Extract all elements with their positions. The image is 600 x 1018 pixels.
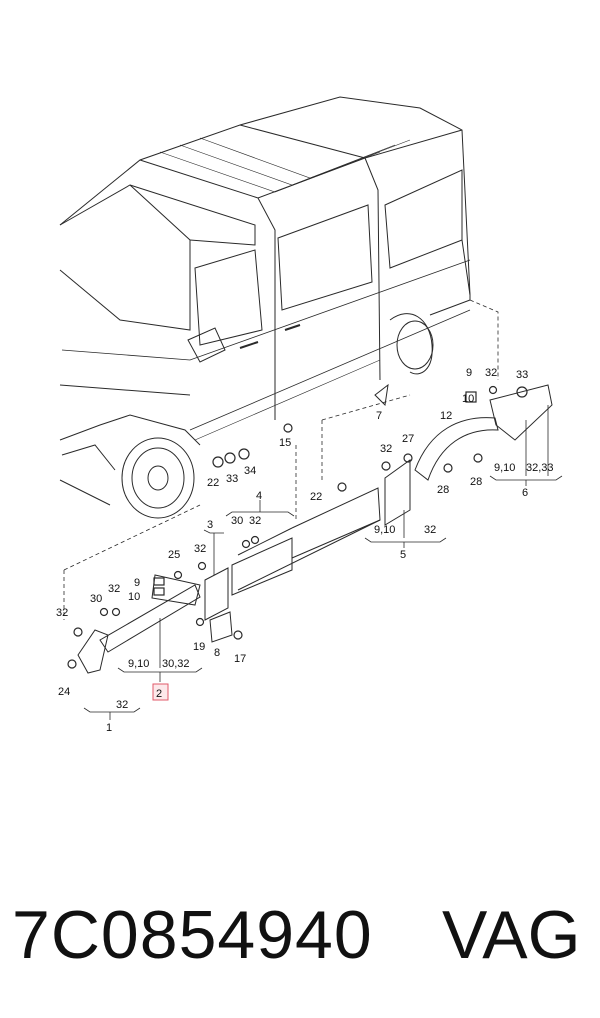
part-6-corner (489, 384, 553, 441)
callout-32: 32 (194, 543, 206, 555)
parts-diagram: 1 2 3 4 5 6 7 8 9 9 10 10 12 15 17 19 22… (56, 96, 563, 734)
callout-8: 8 (214, 647, 220, 659)
callout-5: 5 (400, 549, 406, 561)
callout-33: 33 (516, 369, 528, 381)
callout-group-2a: 9,10 (128, 658, 149, 670)
callout-7: 7 (376, 410, 382, 422)
callout-30: 30 (90, 593, 102, 605)
part-3-strip (204, 567, 229, 621)
callout-6: 6 (522, 487, 528, 499)
callout-28: 28 (437, 484, 449, 496)
callout-1: 1 (106, 722, 112, 734)
callout-15: 15 (279, 437, 291, 449)
callout-32: 32 (116, 699, 128, 711)
callout-group-2b: 30,32 (162, 658, 190, 670)
part-4-panel (231, 537, 293, 596)
part-2-trim (99, 584, 201, 653)
callout-25: 25 (168, 549, 180, 561)
callout-32: 32 (108, 583, 120, 595)
callout-33: 33 (226, 473, 238, 485)
part-8-piece (209, 611, 233, 643)
callout-9: 9 (134, 577, 140, 589)
callout-2: 2 (156, 688, 162, 700)
callout-19: 19 (193, 641, 205, 653)
highlight-box (152, 683, 169, 701)
callout-22: 22 (207, 477, 219, 489)
callout-28: 28 (470, 476, 482, 488)
callout-group-5a: 9,10 (374, 524, 395, 536)
parts-group (67, 383, 553, 674)
footer: 7C0854940 VAG (0, 880, 600, 990)
callout-27: 27 (402, 433, 414, 445)
callout-group-6a: 9,10 (494, 462, 515, 474)
callout-group-6b: 32,33 (526, 462, 554, 474)
callout-labels: 1 2 3 4 5 6 7 8 9 9 10 10 12 15 17 19 22… (56, 367, 554, 734)
van-illustration (59, 96, 471, 519)
callout-30: 30 (231, 515, 243, 527)
callout-12: 12 (440, 410, 452, 422)
callout-17: 17 (234, 653, 246, 665)
part-5-arch (384, 459, 411, 526)
leader-lines (63, 299, 563, 720)
callout-32: 32 (485, 367, 497, 379)
callout-9: 9 (466, 367, 472, 379)
part-number: 7C0854940 (12, 897, 373, 973)
callout-32: 32 (380, 443, 392, 455)
part-12-arch (414, 417, 499, 481)
brand-label: VAG (442, 897, 581, 973)
callout-32: 32 (249, 515, 261, 527)
callout-34: 34 (244, 465, 256, 477)
callout-24: 24 (58, 686, 70, 698)
callout-4: 4 (256, 490, 262, 502)
callout-10: 10 (128, 591, 140, 603)
callout-22: 22 (310, 491, 322, 503)
part-1-endcap (77, 629, 109, 674)
callout-3: 3 (207, 519, 213, 531)
callout-32: 32 (424, 524, 436, 536)
callout-10: 10 (462, 393, 474, 405)
part-7-trim (374, 383, 389, 407)
callout-32: 32 (56, 607, 68, 619)
